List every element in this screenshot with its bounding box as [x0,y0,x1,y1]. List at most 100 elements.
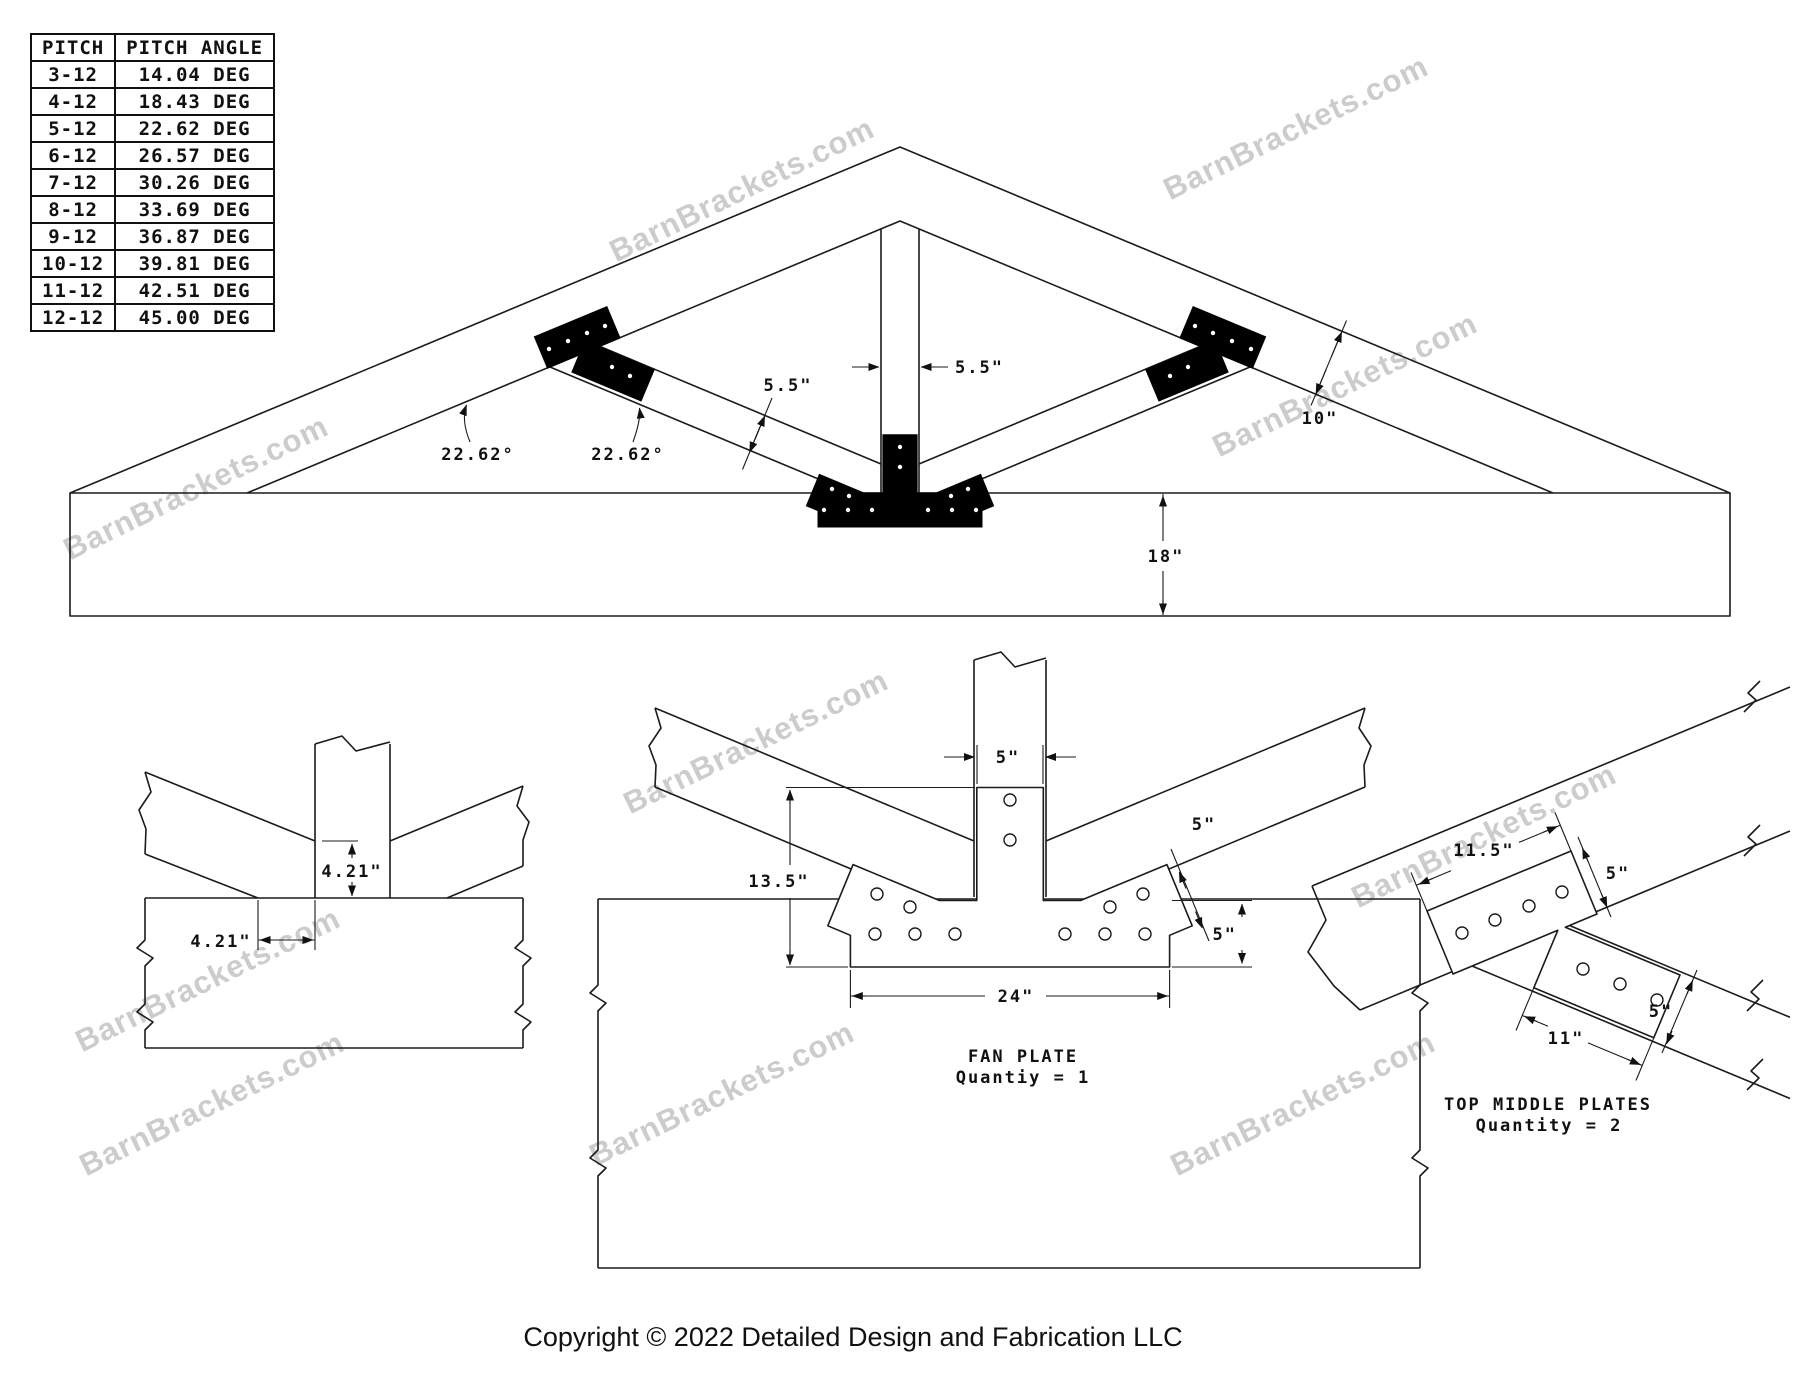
tm-strut-break-mark-top [1746,979,1764,1012]
fan-plate-quantity: Quantiy = 1 [956,1068,1091,1088]
fan-length-dim: 24" [998,987,1035,1007]
fan-right-strut [1045,707,1366,898]
detail-right-strut [389,785,524,899]
top-middle-plates-detail: 11.5" 5" 11" 5" TOP MIDDLE PLATES Quanti… [1307,680,1791,1136]
rafters-outer-edge [69,146,1731,494]
fan-plate-outline [827,786,1193,968]
angle-cell: 33.69 DEG [114,195,276,224]
angle-cell: 42.51 DEG [114,276,276,305]
detail-left-strut-break [138,771,152,855]
copyright-text: Copyright © 2022 Detailed Design and Fab… [523,1322,1183,1352]
pitch-cell: 6-12 [29,141,117,170]
tm-strut-break-mark-bottom [1746,1058,1764,1091]
tm-title: TOP MIDDLE PLATES [1444,1095,1652,1115]
king-post [880,229,920,493]
angle-cell: 14.04 DEG [114,60,276,89]
detail-chord-left-edge [136,898,154,1048]
fan-arm-width-dim: 5" [1192,815,1216,835]
tm-rafter-break-mark-inner [1743,824,1761,857]
pitch-header-cell: PITCH [29,33,117,62]
joint-vertical-dim: 4.21" [321,862,382,882]
angle-cell: 18.43 DEG [114,87,276,116]
detail-king-post-break [314,735,391,752]
truss-dimensions [459,320,1348,615]
fan-chord-right-edge [1411,899,1429,1268]
fan-strip-width-dim: 5" [1213,925,1237,945]
angle-header-cell: PITCH ANGLE [114,33,276,62]
left-top-middle-bracket [533,305,655,402]
pitch-cell: 4-12 [29,87,117,116]
fan-chord-left-edge [589,899,607,1268]
tm-strut-top [1569,924,1791,1019]
fan-king-post [973,660,1047,897]
pitch-cell: 12-12 [29,303,117,332]
detail-right-strut-break [516,785,530,866]
pitch-cell: 11-12 [29,276,117,305]
tm-strut-length-dim: 11" [1548,1029,1585,1049]
pitch-cell: 10-12 [29,249,117,278]
chord-depth-dim: 18" [1148,547,1185,567]
angle-cell: 39.81 DEG [114,249,276,278]
fan-left-strut-break [648,707,662,788]
fan-plate-title: FAN PLATE [968,1047,1078,1067]
fan-right-strut-break [1358,707,1372,788]
tm-plate-holes [1455,885,1664,1007]
pitch-cell: 9-12 [29,222,117,251]
angle-cell: 22.62 DEG [114,114,276,143]
tm-strut-bottom [1471,965,1791,1100]
fan-height-dim: 13.5" [748,872,809,892]
fan-detail-dimensions [786,745,1252,1008]
pitch-angle-right-label: 22.62° [591,445,664,465]
strut-width-dim: 5.5" [764,376,813,396]
right-top-middle-bracket [1145,305,1267,402]
pitch-angle-left-label: 22.62° [441,445,514,465]
pitch-cell: 3-12 [29,60,117,89]
pitch-table-header: PITCH PITCH ANGLE [29,33,276,62]
angle-cell: 45.00 DEG [114,303,276,332]
rafter-depth-dim: 10" [1302,409,1339,429]
angle-cell: 30.26 DEG [114,168,276,197]
detail-king-post [314,744,391,898]
tm-rafter-length-dim: 11.5" [1453,841,1514,861]
angle-cell: 26.57 DEG [114,141,276,170]
fan-king-post-break [973,651,1047,668]
joint-detail: 4.21" 4.21" [136,735,532,1049]
pitch-cell: 7-12 [29,168,117,197]
tm-strut-width-dim: 5" [1649,1002,1673,1022]
fan-plate-bracket [805,434,995,528]
rafters-inner-edge [246,220,1554,494]
angle-cell: 36.87 DEG [114,222,276,251]
pitch-cell: 8-12 [29,195,117,224]
tm-quantity: Quantity = 2 [1476,1116,1623,1136]
fan-left-strut [654,707,975,898]
tm-rafter-outer [1311,686,1791,887]
pitch-cell: 5-12 [29,114,117,143]
detail-left-strut [144,771,316,899]
detail-chord-right-edge [514,898,532,1048]
king-post-width-dim: 5.5" [955,358,1004,378]
tm-plate-outline [1426,850,1681,1039]
joint-detail-dimensions [257,840,358,950]
tm-rafter-end-break [1307,885,1361,1011]
fan-tab-width-dim: 5" [996,748,1020,768]
fan-plate-holes [868,793,1152,941]
tm-rafter-width-dim: 5" [1606,864,1630,884]
bottom-chord [69,492,1731,617]
fan-plate-detail: 5" 13.5" 24" 5" 5" FAN PLATE Quantiy = 1 [589,651,1429,1269]
joint-horizontal-dim: 4.21" [190,932,251,952]
tm-detail-dimensions [1410,812,1698,1081]
tm-rafter-break-mark-outer [1743,680,1761,713]
